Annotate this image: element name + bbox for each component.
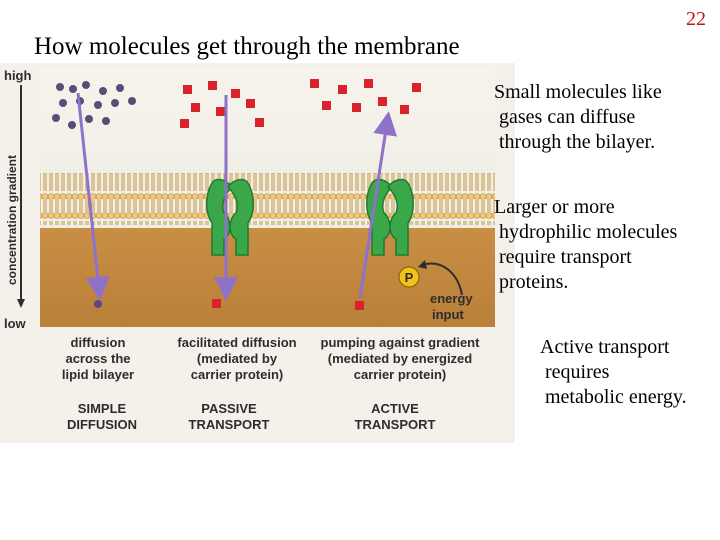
slide-number: 22 bbox=[686, 8, 706, 30]
cytoplasm-region bbox=[40, 228, 495, 327]
axis-high-label: high bbox=[4, 68, 31, 83]
bullet-small-molecules: Small molecules like gases can diffuse t… bbox=[494, 80, 662, 155]
caption-line: (mediated by bbox=[197, 351, 278, 366]
bullet-active-transport: Active transport requires metabolic ener… bbox=[540, 335, 687, 410]
category-label: PASSIVE bbox=[201, 401, 257, 416]
active-arrow bbox=[358, 111, 398, 299]
membrane-transport-figure: high low concentration gradient bbox=[0, 63, 515, 443]
caption-line: carrier protein) bbox=[191, 367, 283, 382]
slide-title: How molecules get through the membrane bbox=[34, 33, 460, 60]
membrane-transport-diagram: high low concentration gradient bbox=[0, 63, 515, 443]
bullet-line: through the bilayer. bbox=[499, 131, 656, 153]
phosphate-label: P bbox=[405, 270, 414, 285]
caption-line: carrier protein) bbox=[354, 367, 446, 382]
bullet-line: Small molecules like bbox=[494, 81, 662, 103]
bilayer-outer-leaflet bbox=[40, 173, 495, 199]
bullet-larger-molecules: Larger or more hydrophilic molecules req… bbox=[494, 195, 677, 295]
caption-line: facilitated diffusion bbox=[177, 335, 296, 350]
category-label: TRANSPORT bbox=[355, 417, 436, 432]
energized-carrier-protein bbox=[366, 178, 414, 256]
bullet-line: requires bbox=[545, 361, 610, 383]
energy-input-arrow bbox=[421, 262, 463, 296]
simple-diffusion-molecules bbox=[52, 81, 136, 308]
bullet-line: metabolic energy. bbox=[545, 386, 687, 408]
axis-low-label: low bbox=[4, 316, 27, 331]
bullet-line: Larger or more bbox=[494, 196, 615, 218]
axis-gradient-label: concentration gradient bbox=[5, 155, 19, 285]
active-molecules bbox=[310, 79, 421, 310]
column-passive-transport: facilitated diffusion (mediated by carri… bbox=[177, 335, 296, 432]
diffusion-arrow bbox=[76, 92, 110, 301]
pumped-molecule bbox=[355, 301, 364, 310]
input-label: input bbox=[432, 307, 464, 322]
column-simple-diffusion: diffusion across the lipid bilayer SIMPL… bbox=[62, 335, 137, 432]
bullet-line: gases can diffuse bbox=[499, 106, 636, 128]
gradient-axis-arrow bbox=[17, 299, 25, 308]
category-label: TRANSPORT bbox=[189, 417, 270, 432]
caption-line: lipid bilayer bbox=[62, 367, 134, 382]
transported-molecule bbox=[212, 299, 221, 308]
energy-label: energy bbox=[430, 291, 473, 306]
category-label: SIMPLE bbox=[78, 401, 127, 416]
facilitated-molecules bbox=[180, 81, 264, 308]
category-label: ACTIVE bbox=[371, 401, 419, 416]
bullet-line: hydrophilic molecules bbox=[499, 221, 678, 243]
caption-line: diffusion bbox=[71, 335, 126, 350]
column-active-transport: pumping against gradient (mediated by en… bbox=[321, 335, 481, 432]
bullet-line: proteins. bbox=[499, 271, 569, 293]
caption-line: (mediated by energized bbox=[328, 351, 473, 366]
bullet-line: Active transport bbox=[540, 336, 670, 358]
bullet-line: require transport bbox=[499, 246, 632, 268]
bilayer-inner-leaflet bbox=[40, 199, 495, 225]
category-label: DIFFUSION bbox=[67, 417, 137, 432]
diffused-molecule bbox=[94, 300, 102, 308]
phosphate-icon bbox=[398, 266, 420, 288]
caption-line: across the bbox=[65, 351, 130, 366]
caption-line: pumping against gradient bbox=[321, 335, 481, 350]
